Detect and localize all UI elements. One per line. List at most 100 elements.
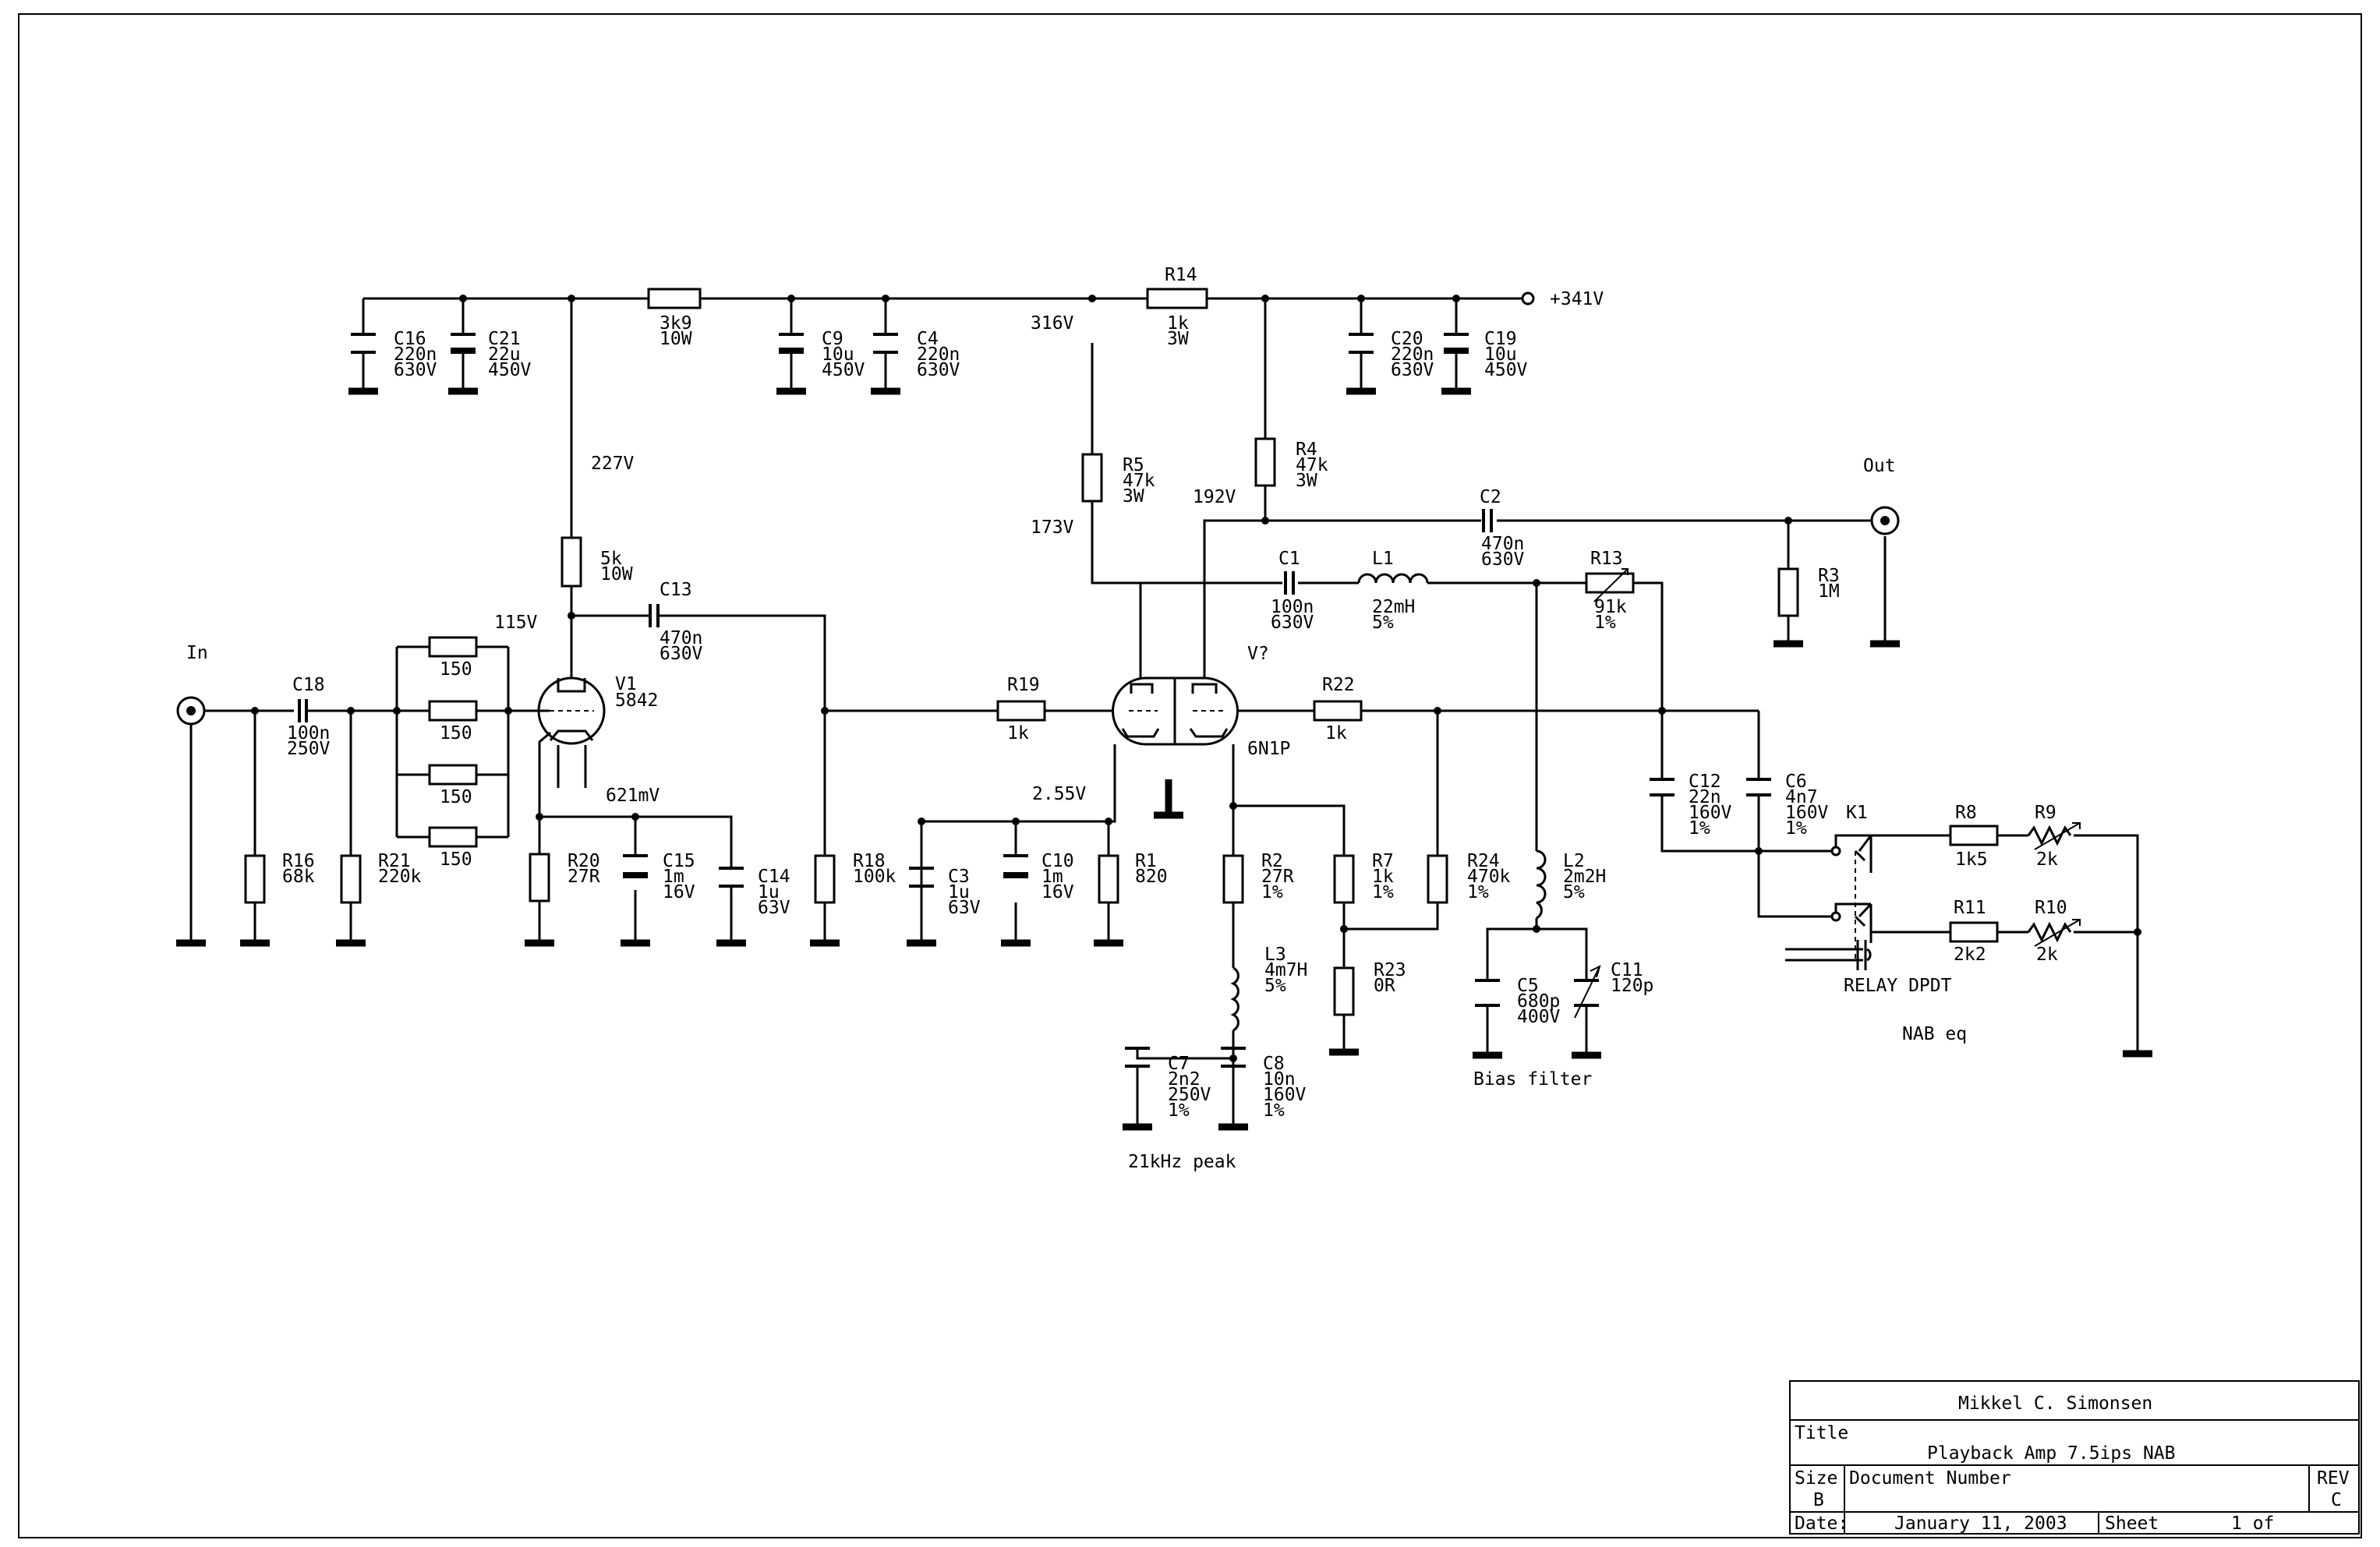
note-bias-filter: Bias filter	[1473, 1069, 1592, 1090]
resistor-r8	[1949, 825, 1999, 846]
voltage-316v: 316V	[1031, 313, 1074, 334]
capacitor-c3	[909, 867, 934, 888]
inductor-l1	[1357, 573, 1429, 584]
c1-label: 630V	[1271, 613, 1314, 633]
r3k9-label: 10W	[660, 329, 692, 349]
r2-label: R2	[1261, 851, 1283, 871]
r22-label: R22	[1322, 675, 1355, 695]
r1-label: 820	[1135, 867, 1168, 887]
junction-dots	[251, 295, 2141, 1062]
voltage-227v: 227V	[591, 454, 635, 474]
r2-label: 1%	[1261, 882, 1283, 902]
potentiometer-r9	[2027, 825, 2072, 846]
r24-label: 1%	[1467, 882, 1489, 902]
r23-label: 0R	[1374, 976, 1395, 996]
resistor-r16	[244, 854, 266, 904]
tube-v1-type: 5842	[615, 690, 658, 711]
l2-label: 2m2H	[1563, 867, 1606, 887]
r4-label: 47k	[1296, 455, 1328, 475]
c10-label: C10	[1041, 851, 1074, 871]
r20-label: 27R	[568, 867, 600, 887]
c5-label: 680p	[1517, 991, 1560, 1012]
c20-label: C20	[1391, 329, 1423, 349]
resistor-150-d	[428, 826, 478, 848]
l3-label: 5%	[1264, 976, 1286, 996]
c8-label: C8	[1263, 1054, 1285, 1074]
voltage-173v: 173V	[1031, 517, 1074, 538]
capacitor-c11	[1574, 979, 1599, 1007]
c12-label: 1%	[1689, 818, 1710, 839]
c1-label: 100n	[1271, 597, 1314, 617]
document-title: Playback Amp 7.5ips NAB	[1927, 1443, 2176, 1464]
r8-label: R8	[1955, 803, 1977, 823]
supply-capacitors	[351, 333, 1469, 354]
note-relay-dpdt: RELAY DPDT	[1844, 976, 1952, 996]
r10-label: R10	[2035, 898, 2067, 918]
resistor-r2	[1222, 854, 1244, 904]
resistor-r22	[1313, 700, 1363, 722]
capacitor-c18	[298, 699, 308, 722]
note-nab-eq: NAB eq	[1902, 1024, 1967, 1044]
title-block: Mikkel C. Simonsen Title Playback Amp 7.…	[1789, 1380, 2360, 1535]
c1-label: C1	[1278, 549, 1300, 569]
labels: +341V Out In 316V 227V 115V 621mV 192V 1…	[186, 265, 2067, 1172]
c6-label: 160V	[1785, 803, 1829, 823]
c14-label: 63V	[758, 898, 790, 918]
c6-label: 1%	[1785, 818, 1807, 839]
tube-v1-ref: V1	[615, 674, 637, 694]
r19-label: 1k	[1007, 723, 1029, 743]
resistor-r19	[996, 700, 1046, 722]
c9-label: C9	[822, 329, 843, 349]
c11-label: C11	[1611, 960, 1643, 980]
r18-label: R18	[853, 851, 886, 871]
capacitor-c13	[649, 604, 660, 627]
c20-label: 630V	[1391, 360, 1434, 380]
r5-label: 3W	[1123, 486, 1144, 507]
tube-v2-ref: V?	[1247, 644, 1269, 664]
r14-label: 1k	[1167, 313, 1189, 334]
c13-label: 470n	[660, 628, 702, 648]
resistor-150-c	[428, 764, 478, 786]
resistor-r13	[1585, 572, 1635, 594]
r20-label: R20	[568, 851, 600, 871]
c8-label: 160V	[1263, 1085, 1307, 1105]
voltage-192v: 192V	[1193, 487, 1236, 507]
c9-label: 10u	[822, 344, 854, 365]
r13-label: R13	[1590, 549, 1623, 569]
c7-label: C7	[1168, 1054, 1190, 1074]
l2-label: L2	[1563, 851, 1585, 871]
c10-label: 1m	[1041, 867, 1063, 887]
r9-label: 2k	[2036, 849, 2058, 870]
r16-label: R16	[282, 851, 315, 871]
supply-terminal	[1521, 291, 1535, 306]
r3-label: R3	[1818, 566, 1840, 586]
c13-label: 630V	[660, 644, 703, 664]
capacitor-c6	[1746, 778, 1771, 796]
rev-value: C	[2331, 1490, 2342, 1510]
r8-label: 1k5	[1955, 849, 1988, 870]
c10-label: 16V	[1041, 882, 1074, 902]
r22-label: 1k	[1325, 723, 1347, 743]
c6-label: 4n7	[1785, 787, 1818, 807]
l3-label: 4m7H	[1264, 960, 1307, 980]
c2-label: 630V	[1481, 549, 1525, 570]
c15-label: 1m	[663, 867, 684, 887]
c16-label: C16	[394, 329, 426, 349]
r5k-label: 10W	[600, 564, 633, 585]
c21-label: 450V	[488, 360, 532, 380]
r11-label: R11	[1954, 898, 1986, 918]
c6-label: C6	[1785, 772, 1807, 792]
r14-label: 3W	[1167, 329, 1189, 349]
r3-label: 1M	[1818, 581, 1840, 602]
r18-label: 100k	[853, 867, 896, 887]
capacitor-c12	[1650, 778, 1674, 796]
resistor-r20	[529, 853, 550, 902]
r7-label: 1%	[1372, 882, 1394, 902]
capacitor-c1	[1284, 571, 1295, 595]
c15-label: 16V	[663, 882, 695, 902]
resistor-r23	[1333, 966, 1355, 1016]
r5k-label: 5k	[600, 549, 622, 569]
r13-trim-arrow	[1593, 568, 1629, 602]
c2-label: C2	[1480, 487, 1501, 507]
